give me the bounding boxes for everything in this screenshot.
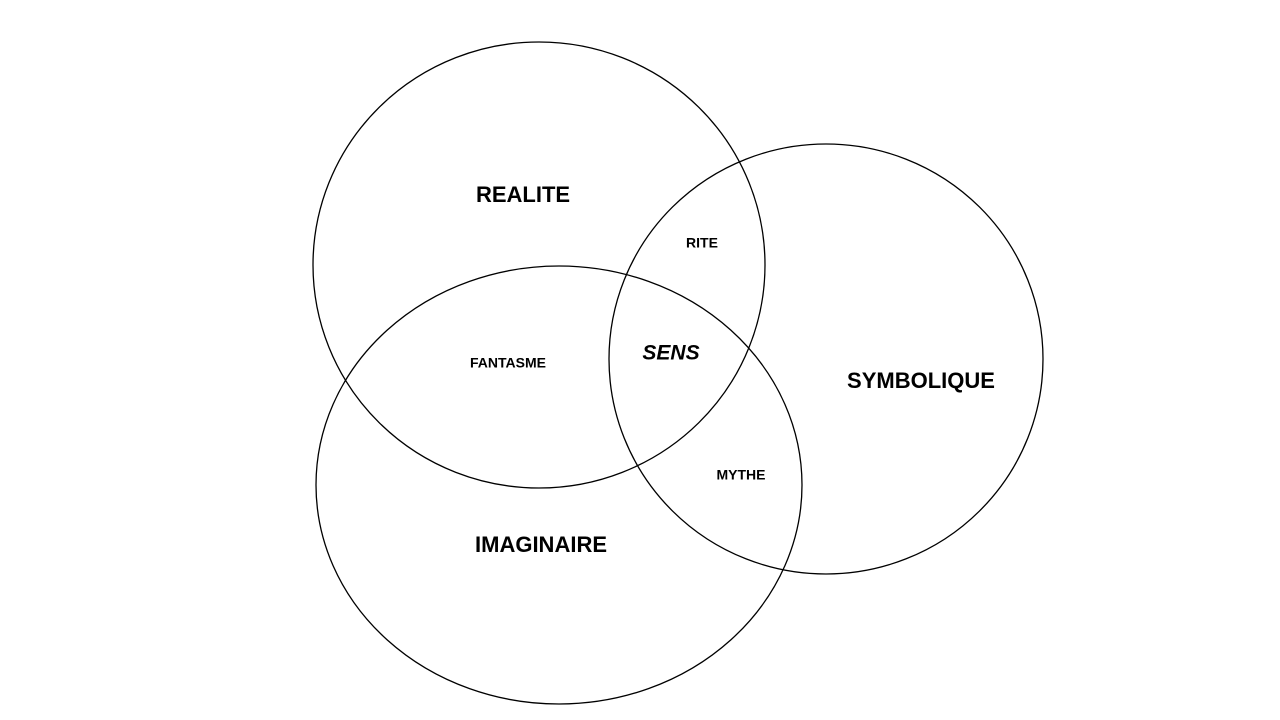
label-realite: REALITE — [476, 182, 570, 207]
label-rite: RITE — [686, 235, 718, 251]
circle-symbolique — [608, 143, 1044, 575]
label-fantasme: FANTASME — [470, 355, 546, 371]
label-mythe: MYTHE — [717, 467, 766, 483]
circle-realite — [312, 41, 766, 489]
label-symbolique: SYMBOLIQUE — [847, 368, 995, 393]
label-sens: SENS — [642, 342, 699, 365]
label-imaginaire: IMAGINAIRE — [475, 532, 607, 557]
circle-imaginaire — [315, 265, 803, 705]
